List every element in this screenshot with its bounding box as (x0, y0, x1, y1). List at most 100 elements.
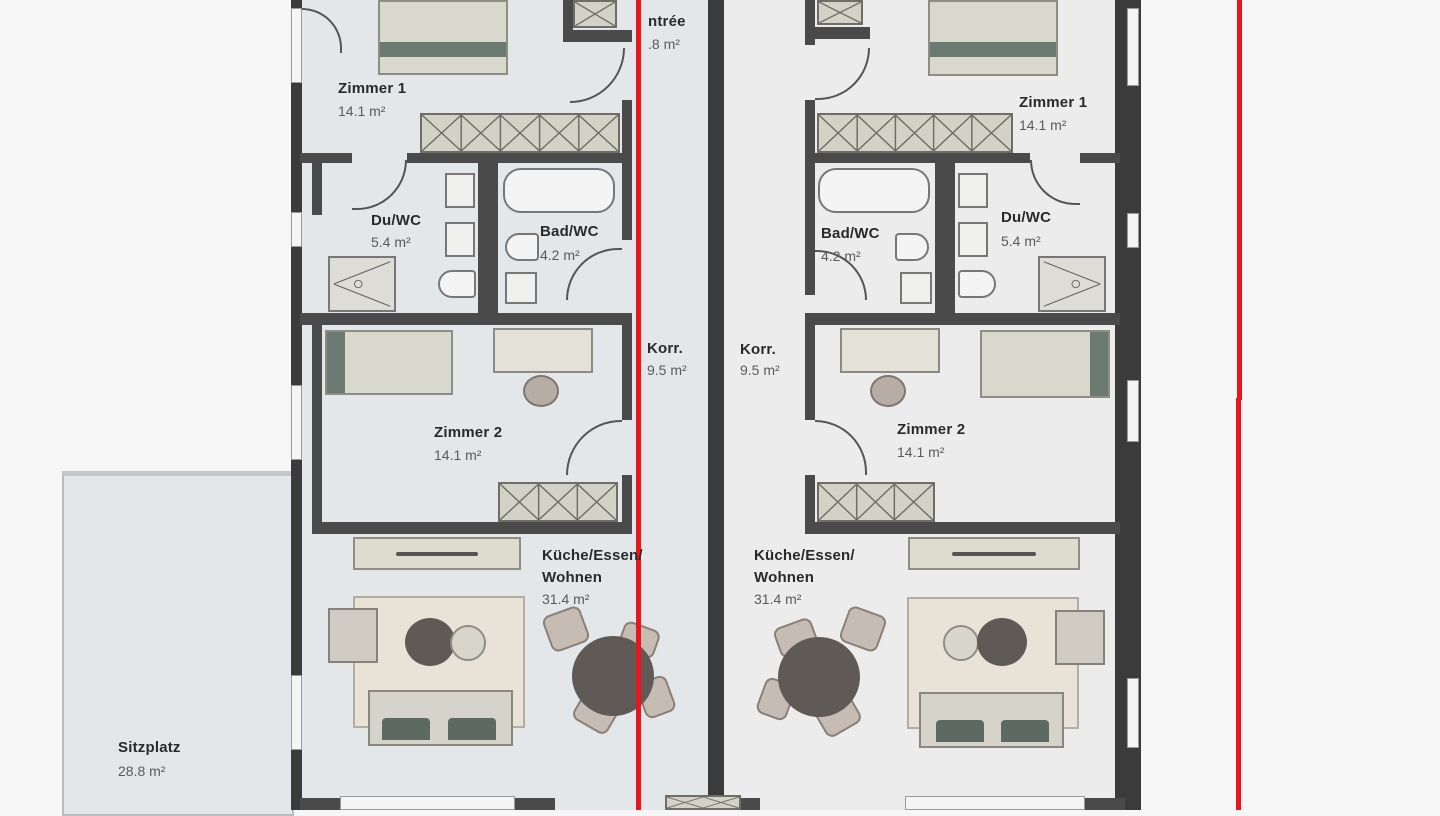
sink-duwc-right-1 (958, 173, 988, 208)
window-bottom-right (905, 796, 1085, 810)
wardrobe-zimmer1-right (817, 113, 1013, 153)
room-name-zimmer2-right: Zimmer 2 (897, 421, 966, 438)
coffee-table-dark-right (977, 618, 1027, 666)
bed-zimmer2-left (325, 330, 453, 395)
wall-entry-closet (563, 0, 573, 40)
toilet-duwc-right (958, 270, 996, 298)
room-name-kew-right-1: Küche/Essen/ (754, 547, 855, 564)
room-area-sitzplatz: 28.8 m² (118, 763, 166, 779)
r-wall-z2-left (805, 320, 815, 420)
closet-bottom-center (665, 795, 741, 810)
closet-entry-right (817, 0, 863, 25)
armchair-living-right (1055, 610, 1105, 665)
wall-z1-bottom (300, 153, 352, 163)
wall-bottom-left-b (515, 798, 555, 810)
sink-duwc-left-1 (445, 173, 475, 208)
window-left-z1 (291, 8, 302, 83)
r-wall-z2-top (805, 313, 1120, 325)
room-name-zimmer1-left: Zimmer 1 (338, 80, 407, 97)
r-wall-z1-bottom (805, 153, 1030, 163)
sink-duwc-left-2 (445, 222, 475, 257)
r-wall-entry-closet-b (805, 27, 870, 39)
dining-table-right (778, 637, 860, 717)
wall-z2-right (622, 320, 632, 420)
r-wall-z2-left-b (805, 475, 815, 530)
r-wall-bottom-b (1085, 798, 1125, 810)
wall-z1-bottom-b (407, 153, 632, 163)
room-name-kew-left-1: Küche/Essen/ (542, 547, 643, 564)
r-wall-left-bath (805, 100, 815, 295)
desk-zimmer2-right (840, 328, 940, 373)
room-area-badwc-right: 4.2 m² (821, 248, 861, 264)
room-name-korr-right: Korr. (740, 341, 777, 358)
toilet-badwc-right (895, 233, 929, 261)
room-name-zimmer2-left: Zimmer 2 (434, 424, 503, 441)
sofa-living-right (919, 692, 1064, 748)
coffee-table-light-left (450, 625, 486, 661)
armchair-living-left (328, 608, 378, 663)
window-left-duwc (291, 212, 302, 247)
room-name-badwc-right: Bad/WC (821, 225, 880, 242)
room-area-badwc-left: 4.2 m² (540, 247, 580, 263)
room-name-zimmer1-right: Zimmer 1 (1019, 94, 1088, 111)
room-area-entree-left: .8 m² (648, 36, 680, 52)
room-name-duwc-right: Du/WC (1001, 209, 1052, 226)
dining-table-left (572, 636, 654, 716)
room-area-duwc-left: 5.4 m² (371, 234, 411, 250)
party-wall-center (708, 0, 724, 810)
bathtub-right (818, 168, 930, 213)
wall-duwc-left (312, 160, 322, 215)
wardrobe-zimmer2-right (817, 482, 935, 522)
window-right-duwc (1127, 213, 1139, 248)
r-wall-entry-closet (805, 0, 815, 45)
wall-z2-left (312, 320, 322, 530)
wall-bottom-left (300, 798, 340, 810)
terrace-sitzplatz (62, 471, 294, 816)
sink-badwc-right (900, 272, 932, 304)
kitchen-counter-left (353, 537, 521, 570)
r-wall-kew-top (805, 522, 1120, 534)
room-area-zimmer2-left: 14.1 m² (434, 447, 482, 463)
shower-duwc-right (1038, 256, 1106, 312)
bed-zimmer1-right (928, 0, 1058, 76)
window-right-kew (1127, 678, 1139, 748)
wall-kew-top (312, 522, 632, 534)
window-right-z1 (1127, 8, 1139, 86)
room-area-korr-right: 9.5 m² (740, 362, 780, 378)
wall-bath-divider (478, 160, 498, 320)
coffee-table-light-right (943, 625, 979, 661)
chair-zimmer2-left (523, 375, 559, 407)
closet-entry-left (573, 0, 617, 28)
r-wall-bath-divider (935, 160, 955, 320)
wall-z2-right-b (622, 475, 632, 530)
window-right-z2 (1127, 380, 1139, 442)
chair-zimmer2-right (870, 375, 906, 407)
bed-zimmer2-right (980, 330, 1110, 398)
room-area-duwc-right: 5.4 m² (1001, 233, 1041, 249)
wall-bath-right (622, 100, 632, 240)
highlight-line-right-lower (1236, 398, 1241, 810)
toilet-duwc-left (438, 270, 476, 298)
room-name-kew-left-2: Wohnen (542, 569, 603, 586)
room-name-entree-left: ntrée (648, 13, 686, 30)
window-left-kew (291, 675, 302, 750)
coffee-table-dark-left (405, 618, 455, 666)
bed-zimmer1-left (378, 0, 508, 75)
desk-zimmer2-left (493, 328, 593, 373)
shower-duwc-left (328, 256, 396, 312)
highlight-line-left (636, 0, 641, 810)
room-name-badwc-left: Bad/WC (540, 223, 599, 240)
window-bottom-left (340, 796, 515, 810)
toilet-badwc-left (505, 233, 539, 261)
room-name-korr-left: Korr. (647, 340, 684, 357)
room-area-zimmer1-left: 14.1 m² (338, 103, 386, 119)
wardrobe-zimmer2-left (498, 482, 618, 522)
room-area-kew-right: 31.4 m² (754, 591, 802, 607)
room-area-zimmer2-right: 14.1 m² (897, 444, 945, 460)
room-area-kew-left: 31.4 m² (542, 591, 590, 607)
r-wall-z1-bottom-b (1080, 153, 1120, 163)
highlight-line-right (1237, 0, 1242, 400)
sink-duwc-right-2 (958, 222, 988, 257)
wardrobe-zimmer1-left (420, 113, 620, 153)
wall-entry-closet-b (563, 30, 632, 42)
